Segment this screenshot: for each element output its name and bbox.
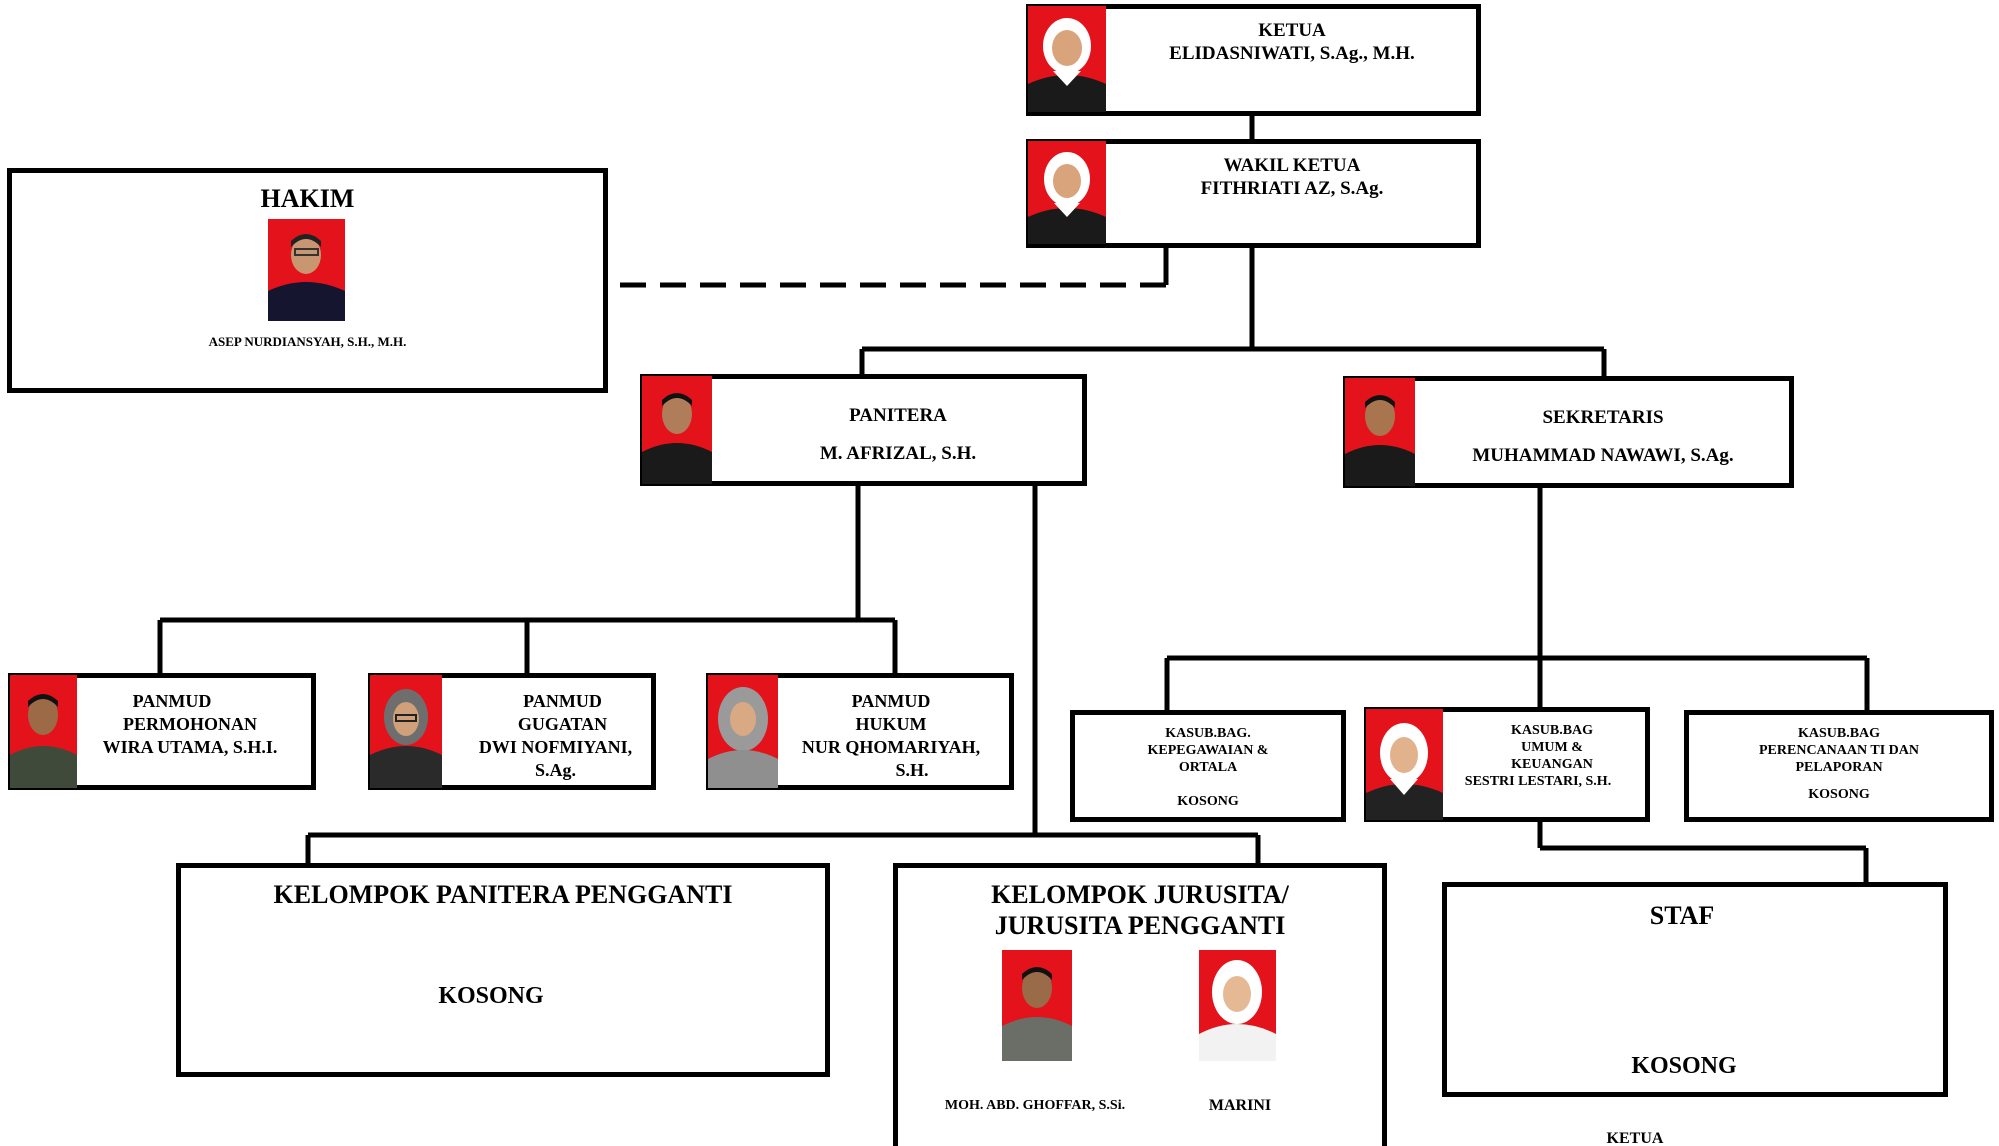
kasubbag-kepegawaian-label: KASUB.BAG. <box>1165 726 1251 741</box>
hakim-title: HAKIM <box>260 184 355 213</box>
jurusita-title-1: KELOMPOK JURUSITA/ <box>991 880 1289 909</box>
hakim-name: ASEP NURDIANSYAH, S.H., M.H. <box>208 334 407 349</box>
kasubbag-perencanaan-unit: PERENCANAAN TI DAN <box>1759 743 1919 758</box>
sekretaris-box <box>1343 376 1794 488</box>
kasubbag-umum-name: SESTRI LESTARI, S.H. <box>1464 774 1612 789</box>
kasubbag-perencanaan-unit2: PELAPORAN <box>1795 760 1883 775</box>
jurusita-member2-name: MARINI <box>1208 1097 1272 1114</box>
staf-box <box>1442 882 1948 1097</box>
hakim-photo <box>268 219 345 321</box>
panmud-permohonan-unit: PERMOHONAN <box>123 714 257 734</box>
panmud-gugatan-unit: GUGATAN <box>517 714 608 734</box>
panmud-permohonan-label: PANMUD <box>132 691 212 711</box>
footer-label: KETUA <box>1606 1130 1664 1146</box>
panmud-permohonan-name: WIRA UTAMA, S.H.I. <box>102 737 278 757</box>
ketua-title: KETUA <box>1258 20 1326 41</box>
panitera-pengganti-title: KELOMPOK PANITERA PENGGANTI <box>273 880 733 909</box>
panmud-gugatan-name: DWI NOFMIYANI, <box>478 737 633 757</box>
panmud-gugatan-label: PANMUD <box>523 691 602 711</box>
panmud-gugatan-photo <box>370 675 442 788</box>
panmud-gugatan-degree: S.Ag. <box>534 760 576 780</box>
panitera-photo <box>642 376 712 484</box>
kasubbag-kepegawaian-status: KOSONG <box>1177 794 1239 809</box>
kasubbag-umum-label: KASUB.BAG <box>1510 723 1594 738</box>
panitera-name: M. AFRIZAL, S.H. <box>819 443 977 464</box>
kasubbag-umum-unit2: KEUANGAN <box>1511 757 1593 772</box>
jurusita-member1-name: MOH. ABD. GHOFFAR, S.Si. <box>944 1098 1126 1113</box>
kasubbag-umum-photo <box>1366 709 1443 820</box>
jurusita-member2-photo <box>1199 950 1276 1061</box>
kasubbag-perencanaan-status: KOSONG <box>1808 787 1870 802</box>
jurusita-member1-photo <box>1002 950 1072 1061</box>
kasubbag-perencanaan-label: KASUB.BAG <box>1797 726 1881 741</box>
wakil-ketua-photo <box>1028 141 1106 244</box>
ketua-name: ELIDASNIWATI, S.Ag., M.H. <box>1169 43 1415 64</box>
panmud-permohonan-photo <box>10 675 77 788</box>
panmud-hukum-name: NUR QHOMARIYAH, <box>801 737 981 757</box>
panmud-hukum-unit: HUKUM <box>855 714 927 734</box>
staf-title: STAF <box>1649 901 1715 930</box>
panmud-hukum-photo <box>708 675 778 788</box>
kasubbag-kepegawaian-unit2: ORTALA <box>1178 760 1238 775</box>
panitera-pengganti-box <box>176 863 830 1077</box>
sekretaris-photo <box>1345 378 1415 486</box>
panitera-pengganti-status: KOSONG <box>438 983 544 1009</box>
staf-status: KOSONG <box>1631 1053 1737 1079</box>
wakil-ketua-title: WAKIL KETUA <box>1223 155 1361 176</box>
kasubbag-perencanaan-box <box>1684 710 1994 822</box>
panmud-hukum-degree: S.H. <box>895 760 929 780</box>
kasubbag-kepegawaian-unit: KEPEGAWAIAN & <box>1147 743 1269 758</box>
kasubbag-umum-unit: UMUM & <box>1521 740 1583 755</box>
panitera-box <box>640 374 1087 486</box>
sekretaris-name: MUHAMMAD NAWAWI, S.Ag. <box>1472 445 1734 466</box>
panmud-hukum-label: PANMUD <box>851 691 931 711</box>
kasubbag-kepegawaian-box <box>1070 710 1346 822</box>
panitera-title: PANITERA <box>849 405 947 426</box>
ketua-photo <box>1028 6 1106 112</box>
wakil-ketua-name: FITHRIATI AZ, S.Ag. <box>1200 178 1384 199</box>
jurusita-title-2: JURUSITA PENGGANTI <box>994 911 1286 940</box>
sekretaris-title: SEKRETARIS <box>1542 407 1664 428</box>
jurusita-box <box>893 863 1387 1146</box>
